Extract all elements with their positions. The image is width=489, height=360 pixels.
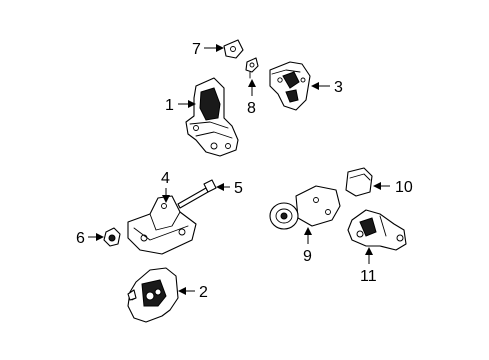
callout-7: 7 <box>192 41 224 58</box>
callout-4: 4 <box>161 170 170 203</box>
callout-10-label: 10 <box>395 179 413 196</box>
callout-6: 6 <box>76 230 104 247</box>
part-7-bracket <box>223 39 244 59</box>
callout-1: 1 <box>165 97 196 114</box>
part-4-bracket <box>127 195 197 255</box>
part-8-stud <box>245 57 259 79</box>
part-2-mount <box>127 267 179 323</box>
callout-5-label: 5 <box>234 180 243 197</box>
callout-7-label: 7 <box>192 41 201 58</box>
callout-2: 2 <box>178 284 208 301</box>
callout-8-label: 8 <box>247 100 256 117</box>
part-3-bracket <box>269 61 311 111</box>
callout-4-label: 4 <box>161 170 170 187</box>
callout-10: 10 <box>373 179 413 196</box>
part-10-block <box>345 167 373 197</box>
part-6-nut <box>103 227 121 247</box>
callout-1-label: 1 <box>165 97 174 114</box>
part-9-tensioner <box>269 185 341 230</box>
callout-2-label: 2 <box>199 284 208 301</box>
callout-8: 8 <box>247 79 256 117</box>
callout-9: 9 <box>303 227 312 265</box>
callout-3-label: 3 <box>334 79 343 96</box>
callout-11: 11 <box>360 247 377 285</box>
callout-6-label: 6 <box>76 230 85 247</box>
callout-3: 3 <box>311 79 343 96</box>
callout-11-label: 11 <box>360 268 377 285</box>
callout-5: 5 <box>216 180 243 197</box>
part-11-bracket <box>347 209 407 251</box>
part-1-engine-mount <box>185 77 239 157</box>
callout-9-label: 9 <box>303 248 312 265</box>
part-5-bolt <box>177 179 217 209</box>
